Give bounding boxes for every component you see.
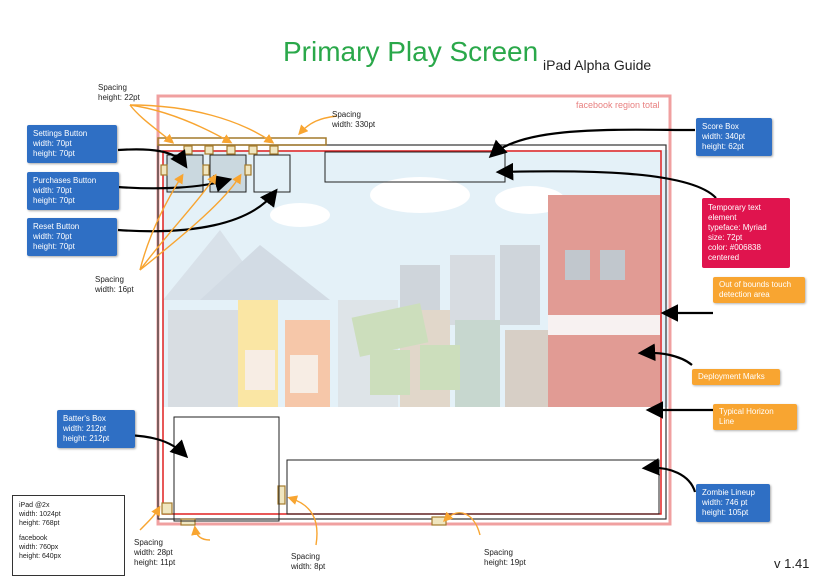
label-line: height: 11pt [134, 558, 176, 567]
device-line: iPad @2x [19, 502, 50, 509]
label-line: Spacing [98, 83, 127, 92]
spacing-left-width-label: Spacing width: 16pt [95, 275, 134, 295]
horizon-line-callout: Typical Horizon Line [713, 404, 797, 430]
callout-line: height: 70pt [33, 196, 75, 205]
callout-line: height: 105pt [702, 508, 749, 517]
facebook-region-label: facebook region total [576, 100, 660, 110]
device-line: width: 760px [19, 544, 59, 551]
callout-line: Temporary text element [708, 203, 761, 222]
spacing-bottom-left-label: Spacing width: 28pt height: 11pt [134, 538, 175, 568]
purchases-button-outline [209, 154, 247, 193]
deployment-marks-callout: Deployment Marks [692, 369, 780, 385]
callout-line: width: 212pt [63, 424, 107, 433]
callout-line: width: 746 pt [702, 498, 748, 507]
callout-line: Zombie Lineup [702, 488, 755, 497]
label-line: Spacing [95, 275, 124, 284]
callout-line: size: 72pt [708, 233, 743, 242]
out-of-bounds-callout: Out of bounds touch detection area [713, 277, 805, 303]
spacing-bottom-right-label: Spacing height: 19pt [484, 548, 526, 568]
device-line: width: 1024pt [19, 511, 61, 518]
callout-line: height: 70pt [33, 242, 75, 251]
device-line: height: 768pt [19, 520, 60, 527]
callout-line: width: 340pt [702, 132, 746, 141]
callout-line: Reset Button [33, 222, 80, 231]
label-line: height: 22pt [98, 93, 140, 102]
ipad-screen-border [157, 144, 667, 520]
callout-line: width: 70pt [33, 186, 72, 195]
version-label: v 1.41 [774, 556, 810, 571]
label-line: width: 16pt [95, 285, 134, 294]
page-title: Primary Play Screen [283, 36, 539, 67]
callout-line: centered [708, 253, 740, 262]
label-line: width: 330pt [332, 120, 376, 129]
game-scene-background [163, 150, 668, 410]
callout-line: height: 212pt [63, 434, 110, 443]
batters-box-callout: Batter's Box width: 212pt height: 212pt [57, 410, 135, 448]
device-info-box: iPad @2x width: 1024pt height: 768pt fac… [12, 495, 125, 576]
callout-line: width: 70pt [33, 232, 72, 241]
label-line: Spacing [332, 110, 361, 119]
top-spacing-band [157, 137, 327, 146]
label-line: Spacing [134, 538, 163, 547]
temp-text-callout: Temporary text element typeface: Myriad … [702, 198, 790, 268]
label-line: width: 8pt [291, 562, 326, 571]
callout-line: Settings Button [33, 129, 88, 138]
callout-line: Purchases Button [33, 176, 97, 185]
callout-line: height: 70pt [33, 149, 75, 158]
callout-line: Score Box [702, 122, 739, 131]
callout-line: width: 70pt [33, 139, 72, 148]
purchases-button-callout: Purchases Button width: 70pt height: 70p… [27, 172, 119, 210]
label-line: height: 19pt [484, 558, 526, 567]
spacing-bottom-mid-label: Spacing width: 8pt [291, 552, 325, 572]
device-line: facebook [19, 535, 48, 542]
callout-line: typeface: Myriad [708, 223, 767, 232]
label-line: Spacing [291, 552, 320, 561]
spacing-arrows [129, 104, 481, 546]
label-line: Spacing [484, 548, 513, 557]
label-line: width: 28pt [134, 548, 173, 557]
callout-line: color: #006838 [708, 243, 761, 252]
callout-line: height: 62pt [702, 142, 744, 151]
page-subtitle: iPad Alpha Guide [543, 57, 652, 73]
zombie-lineup-outline [286, 459, 660, 515]
callout-arrows [117, 128, 717, 493]
reset-button-callout: Reset Button width: 70pt height: 70pt [27, 218, 117, 256]
spacing-top-height-label: Spacing height: 22pt [98, 83, 140, 103]
callout-line: Out of bounds touch [719, 280, 792, 289]
spacing-top-width-label: Spacing width: 330pt [332, 110, 375, 130]
device-line: height: 640px [19, 553, 62, 560]
callout-line: Batter's Box [63, 414, 106, 423]
zombie-lineup-callout: Zombie Lineup width: 746 pt height: 105p… [696, 484, 770, 522]
score-box-callout: Score Box width: 340pt height: 62pt [696, 118, 772, 156]
batters-box-outline [173, 416, 280, 522]
settings-button-callout: Settings Button width: 70pt height: 70pt [27, 125, 117, 163]
callout-line: detection area [719, 290, 770, 299]
batter-area [140, 407, 680, 527]
